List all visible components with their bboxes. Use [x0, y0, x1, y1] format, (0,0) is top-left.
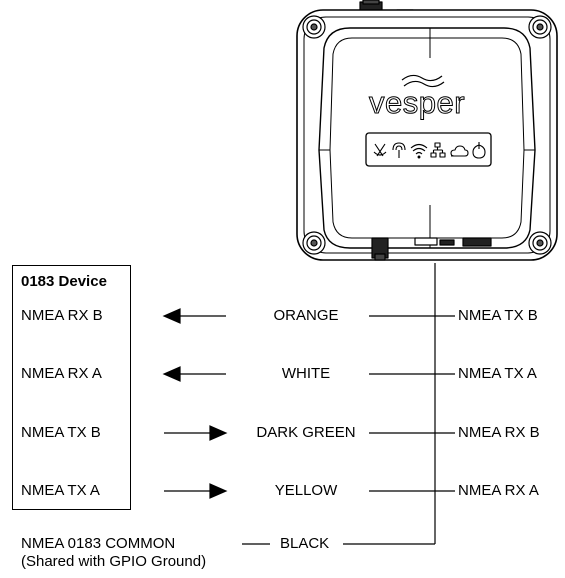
vesper-pin-label: NMEA TX A [458, 365, 537, 382]
black-wire-label: BLACK [280, 535, 330, 552]
arrow-left-icon [162, 308, 226, 324]
status-icons [373, 142, 486, 159]
cloud-icon [450, 145, 469, 157]
bottom-connectors [371, 237, 492, 261]
vesper-device [296, 0, 558, 261]
ais-icon [373, 143, 387, 157]
wires [242, 263, 455, 545]
corner-screws [302, 15, 552, 255]
device-pin-label: NMEA RX B [21, 307, 103, 324]
vesper-pin-label: NMEA RX B [458, 424, 540, 441]
common-label: NMEA 0183 COMMON [21, 535, 176, 552]
common-sublabel: (Shared with GPIO Ground) [21, 553, 207, 570]
arrows [162, 308, 228, 499]
wifi-icon [410, 143, 428, 159]
vesper-pin-label: NMEA TX B [458, 307, 538, 324]
arrow-right-icon [164, 483, 228, 499]
wire-color-label: DARK GREEN [256, 424, 356, 441]
arrow-right-icon [164, 425, 228, 441]
wire-color-label: YELLOW [274, 482, 338, 499]
nmea-0183-device-box [12, 265, 131, 510]
device-pin-label: NMEA TX A [21, 482, 100, 499]
wire-color-label: WHITE [281, 365, 331, 382]
device-pin-label: NMEA TX B [21, 424, 101, 441]
power-icon [472, 142, 486, 159]
gps-icon [392, 142, 406, 158]
vesper-pin-label: NMEA RX A [458, 482, 539, 499]
arrow-left-icon [162, 366, 226, 382]
vesper-brand: vesper [368, 85, 466, 120]
device-pin-label: NMEA RX A [21, 365, 102, 382]
vesper-logo-icon [401, 74, 445, 88]
network-icon [430, 142, 446, 158]
device-title: 0183 Device [21, 273, 107, 290]
wire-color-label: ORANGE [273, 307, 339, 324]
